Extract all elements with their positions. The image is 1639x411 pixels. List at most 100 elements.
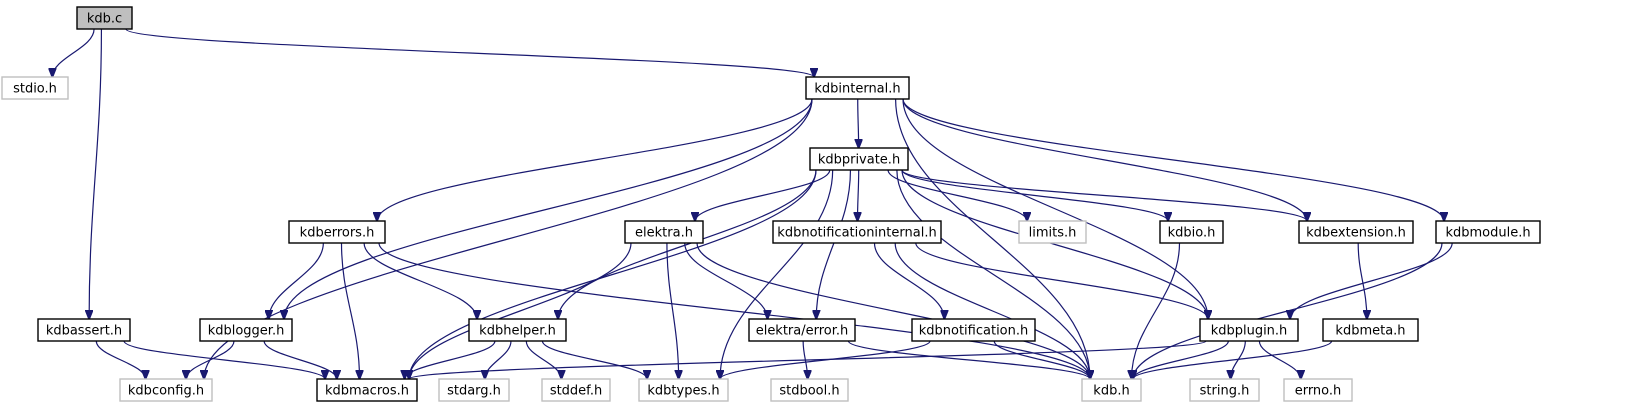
node-kdbprivate-h[interactable]: kdbprivate.h bbox=[809, 147, 909, 171]
edge-kdbnotification_h-to-kdb_h bbox=[993, 340, 1090, 379]
node-box bbox=[76, 6, 133, 30]
edge-kdbinternal_h-to-kdbplugin_h bbox=[902, 98, 1208, 319]
node-kdbassert-h[interactable]: kdbassert.h bbox=[37, 318, 131, 342]
node-box bbox=[1298, 220, 1414, 244]
node-label: kdb.h bbox=[1093, 384, 1129, 399]
node-box bbox=[772, 220, 942, 244]
edge-elektra_h-to-kdb_h bbox=[696, 242, 1090, 379]
node-kdbconfig-h: kdbconfig.h bbox=[119, 378, 213, 402]
edge-kdb_c-to-kdbinternal_h bbox=[125, 28, 814, 77]
node-label: kdb.c bbox=[87, 12, 122, 27]
edge-kdb_c-to-stdio_h bbox=[52, 28, 95, 77]
node-kdbextension-h[interactable]: kdbextension.h bbox=[1298, 220, 1414, 244]
node-kdbio-h[interactable]: kdbio.h bbox=[1159, 220, 1224, 244]
edge-kdbmeta_h-to-kdb_h bbox=[1133, 340, 1333, 379]
edge-kdberrors_h-to-kdblogger_h bbox=[269, 242, 324, 319]
edge-kdbinternal_h-to-kdberrors_h bbox=[377, 98, 813, 221]
edge-kdbinternal_h-to-kdbextension_h bbox=[902, 98, 1307, 221]
node-kdberrors-h[interactable]: kdberrors.h bbox=[288, 220, 386, 244]
node-box bbox=[438, 378, 510, 402]
node-label: string.h bbox=[1200, 384, 1250, 399]
node-kdbnotificationinternal-h[interactable]: kdbnotificationinternal.h bbox=[772, 220, 942, 244]
node-box bbox=[1018, 220, 1087, 244]
node-kdbmeta-h[interactable]: kdbmeta.h bbox=[1322, 318, 1419, 342]
edge-kdbprivate_h-to-kdb_h bbox=[896, 169, 1090, 379]
node-errno-h: errno.h bbox=[1283, 378, 1353, 402]
node-kdbplugin-h[interactable]: kdbplugin.h bbox=[1199, 318, 1299, 342]
edge-kdbprivate_h-to-elektra_h bbox=[695, 169, 831, 221]
node-stddef-h: stddef.h bbox=[541, 378, 611, 402]
node-kdbmodule-h[interactable]: kdbmodule.h bbox=[1435, 220, 1541, 244]
node-kdb-c[interactable]: kdb.c bbox=[76, 6, 133, 30]
node-box bbox=[805, 76, 910, 100]
edge-kdbio_h-to-kdb_h bbox=[1132, 242, 1181, 379]
edge-kdbhelper_h-to-stdarg_h bbox=[485, 340, 512, 379]
node-label: kdbmeta.h bbox=[1335, 324, 1405, 339]
edge-kdbinternal_h-to-kdblogger_h bbox=[284, 98, 813, 319]
node-label: kdbconfig.h bbox=[128, 384, 204, 399]
node-box bbox=[1283, 378, 1353, 402]
edge-kdbhelper_h-to-stddef_h bbox=[525, 340, 561, 379]
nodes: kdb.c stdio.h kdbinternal.h kdbprivate.h kdb… bbox=[1, 6, 1541, 402]
edge-kdbprivate_h-to-kdbhelper_h bbox=[558, 169, 817, 319]
node-box bbox=[288, 220, 386, 244]
edge-elektra_h-to-elektra_error_h bbox=[684, 242, 768, 319]
edge-kdbplugin_h-to-kdbmacros_h bbox=[409, 340, 1207, 379]
node-label: elektra/error.h bbox=[756, 324, 849, 339]
edge-kdbprivate_h-to-kdbplugin_h bbox=[901, 169, 1208, 319]
edge-kdbprivate_h-to-kdbmacros_h bbox=[409, 169, 817, 379]
node-kdbnotification-h[interactable]: kdbnotification.h bbox=[911, 318, 1036, 342]
node-label: kdbtypes.h bbox=[647, 384, 719, 399]
node-box bbox=[1159, 220, 1224, 244]
edge-kdbprivate_h-to-kdbtypes_h bbox=[720, 169, 834, 379]
node-stdbool-h: stdbool.h bbox=[770, 378, 849, 402]
node-box bbox=[911, 318, 1036, 342]
edge-kdbprivate_h-to-kdbnotificationinternal_h bbox=[858, 169, 859, 221]
node-elektra-h[interactable]: elektra.h bbox=[624, 220, 704, 244]
node-kdb-h: kdb.h bbox=[1081, 378, 1142, 402]
node-stdio-h: stdio.h bbox=[1, 76, 69, 100]
edge-kdbassert_h-to-kdbmacros_h bbox=[123, 340, 325, 379]
edge-kdbassert_h-to-kdbconfig_h bbox=[95, 340, 145, 379]
edge-kdbinternal_h-to-kdb_h bbox=[895, 98, 1090, 379]
edge-elektra_h-to-kdbmacros_h bbox=[409, 242, 632, 379]
edge-elektra_error_h-to-kdb_h bbox=[847, 340, 1090, 379]
node-box bbox=[1435, 220, 1541, 244]
node-label: stdarg.h bbox=[447, 384, 501, 399]
edge-kdberrors_h-to-kdbhelper_h bbox=[363, 242, 477, 319]
node-label: kdbmodule.h bbox=[1445, 226, 1530, 241]
node-kdblogger-h[interactable]: kdblogger.h bbox=[199, 318, 293, 342]
node-label: kdbnotificationinternal.h bbox=[777, 226, 936, 241]
edge-kdbnotificationinternal_h-to-kdb_h bbox=[894, 242, 1090, 379]
node-box bbox=[316, 378, 418, 402]
node-box bbox=[468, 318, 567, 342]
node-label: kdbinternal.h bbox=[814, 82, 900, 97]
node-box bbox=[1081, 378, 1142, 402]
node-label: kdbnotification.h bbox=[919, 324, 1029, 339]
node-box bbox=[119, 378, 213, 402]
edge-kdbinternal_h-to-kdbmodule_h bbox=[902, 98, 1444, 221]
node-kdbmacros-h[interactable]: kdbmacros.h bbox=[316, 378, 418, 402]
node-label: kdbprivate.h bbox=[818, 153, 900, 168]
edge-kdbinternal_h-to-kdbprivate_h bbox=[858, 98, 859, 148]
edge-kdberrors_h-to-kdbmacros_h bbox=[340, 242, 360, 379]
node-kdbinternal-h[interactable]: kdbinternal.h bbox=[805, 76, 910, 100]
node-label: kdberrors.h bbox=[300, 226, 375, 241]
edge-kdbprivate_h-to-kdbio_h bbox=[901, 169, 1168, 221]
edge-kdberrors_h-to-kdb_h bbox=[378, 242, 1090, 379]
edge-kdblogger_h-to-kdbconfig_h bbox=[186, 340, 235, 379]
node-label: kdblogger.h bbox=[208, 324, 285, 339]
node-box bbox=[624, 220, 704, 244]
edge-kdbnotificationinternal_h-to-kdbnotification_h bbox=[873, 242, 944, 319]
node-box bbox=[1, 76, 69, 100]
edge-kdbplugin_h-to-kdb_h bbox=[1133, 340, 1229, 379]
node-label: limits.h bbox=[1029, 226, 1077, 241]
edge-kdbprivate_h-to-kdbextension_h bbox=[901, 169, 1307, 221]
node-label: stddef.h bbox=[550, 384, 602, 399]
node-elektra-error-h[interactable]: elektra/error.h bbox=[748, 318, 856, 342]
edge-kdb_c-to-kdbassert_h bbox=[89, 28, 103, 319]
node-box bbox=[748, 318, 856, 342]
node-box bbox=[1322, 318, 1419, 342]
node-kdbhelper-h[interactable]: kdbhelper.h bbox=[468, 318, 567, 342]
